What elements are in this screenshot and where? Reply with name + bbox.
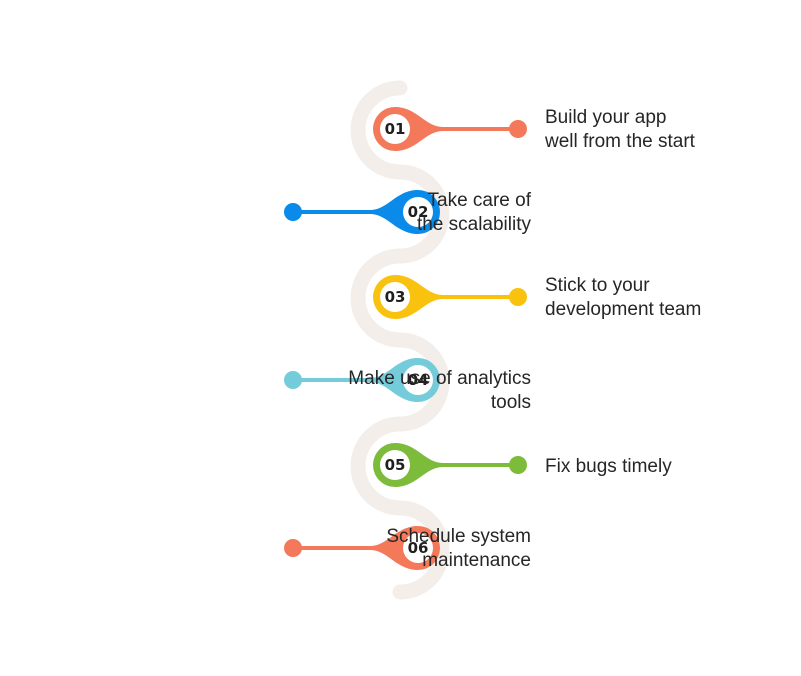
step-marker-04: 04 [284,358,440,402]
connector-tail [395,275,518,319]
connector-tail [293,190,418,234]
step-marker-03: 03 [373,275,527,319]
step-number: 01 [385,120,406,138]
step-ring-inner [403,365,433,395]
step-label-line: Fix bugs timely [545,456,672,477]
connector-end-dot [509,456,527,474]
step-label-line: Take care of [427,190,532,211]
step-ring-inner [403,197,433,227]
connector-tail [395,443,518,487]
connector-tail [395,107,518,151]
step-number: 02 [408,203,429,221]
step-marker-05: 05 [373,443,527,487]
connector-end-dot [509,288,527,306]
connector-tail [293,526,418,570]
winding-road-path [350,80,450,600]
step-markers: 01 02 03 04 05 06 [284,107,527,570]
step-label-line: development team [545,299,702,320]
step-number: 04 [408,371,429,389]
step-label-line: Build your app [545,107,667,128]
step-label-05: Fix bugs timely [545,455,672,479]
step-marker-06: 06 [284,526,440,570]
connector-end-dot [284,371,302,389]
step-label-line: tools [490,392,531,413]
step-label-06: Schedule system maintenance [386,525,531,573]
step-number: 06 [408,539,429,557]
step-ring-inner [380,282,410,312]
step-label-line: Schedule system [386,526,531,547]
step-label-02: Take care of the scalability [417,189,531,237]
step-label-01: Build your app well from the start [545,106,695,154]
connector-tail [293,358,418,402]
step-ring-inner [380,114,410,144]
step-label-04: Make use of analytics tools [348,367,531,415]
step-label-line: Stick to your [545,275,650,296]
step-label-line: maintenance [422,550,531,571]
connector-end-dot [284,203,302,221]
step-label-03: Stick to your development team [545,274,701,322]
step-label-line: well from the start [545,131,695,152]
step-marker-02: 02 [284,190,440,234]
step-number: 05 [385,456,406,474]
step-ring-inner [403,533,433,563]
step-label-line: Make use of analytics [348,368,531,389]
step-ring-inner [380,450,410,480]
step-marker-01: 01 [373,107,527,151]
step-number: 03 [385,288,406,306]
step-label-line: the scalability [416,214,531,235]
connector-end-dot [509,120,527,138]
connector-end-dot [284,539,302,557]
